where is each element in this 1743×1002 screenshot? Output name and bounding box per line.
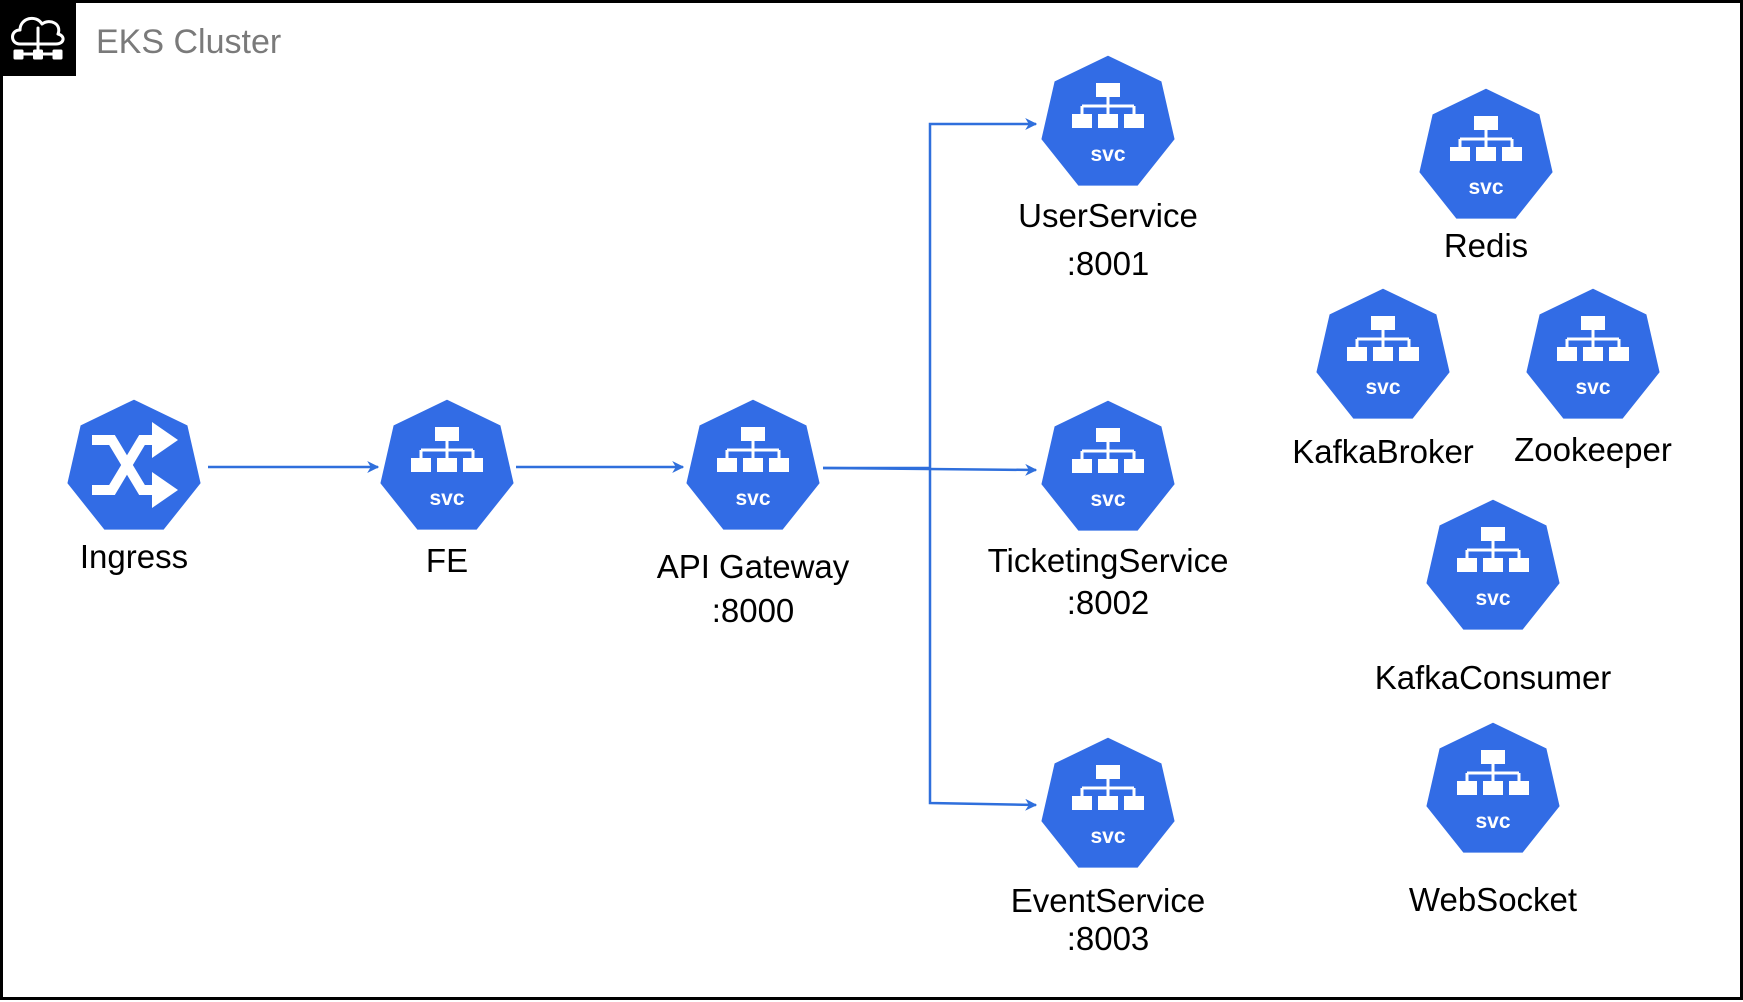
node-label: TicketingService xyxy=(988,542,1229,579)
cluster-title: EKS Cluster xyxy=(96,23,281,61)
svc-badge-text: svc xyxy=(1365,376,1400,399)
node-label: Zookeeper xyxy=(1514,431,1672,468)
svc-badge-text: svc xyxy=(1475,587,1510,610)
node-port-label: :8002 xyxy=(1067,584,1150,621)
svc-badge-text: svc xyxy=(1475,810,1510,833)
node-label: KafkaBroker xyxy=(1292,433,1474,470)
node-shape xyxy=(64,396,204,533)
ingress-shuffle-icon xyxy=(92,422,178,508)
service-network-icon xyxy=(717,427,789,472)
svc-badge-text: svc xyxy=(1090,143,1125,166)
edge-api-gateway-to-user-service xyxy=(823,118,1038,470)
service-network-icon xyxy=(1072,765,1144,810)
node-ingress[interactable]: Ingress xyxy=(64,396,204,575)
node-label: UserService xyxy=(1018,197,1198,234)
edge-layer xyxy=(208,118,1038,811)
node-label: FE xyxy=(426,542,468,579)
service-network-icon xyxy=(1457,750,1529,795)
svc-badge-text: svc xyxy=(1090,488,1125,511)
service-network-icon xyxy=(1457,527,1529,572)
svc-badge-text: svc xyxy=(1468,176,1503,199)
service-network-icon xyxy=(1450,116,1522,161)
service-network-icon xyxy=(411,427,483,472)
svc-badge-text: svc xyxy=(429,487,464,510)
cloud-network-icon xyxy=(0,0,76,76)
edge-api-gateway-to-event-service xyxy=(928,468,1038,811)
svc-badge-text: svc xyxy=(1575,376,1610,399)
service-network-icon xyxy=(1072,83,1144,128)
node-label: KafkaConsumer xyxy=(1375,659,1612,696)
node-label: EventService xyxy=(1011,882,1205,919)
node-label: Redis xyxy=(1444,227,1528,264)
node-label: WebSocket xyxy=(1409,881,1577,918)
node-port-label: :8003 xyxy=(1067,920,1150,957)
service-network-icon xyxy=(1072,428,1144,473)
node-label: API Gateway xyxy=(657,548,850,585)
node-label: Ingress xyxy=(80,538,188,575)
service-network-icon xyxy=(1347,316,1419,361)
svc-badge-text: svc xyxy=(735,487,770,510)
node-port-label: :8000 xyxy=(712,592,795,629)
node-port-label: :8001 xyxy=(1067,245,1150,282)
svc-badge-text: svc xyxy=(1090,825,1125,848)
service-network-icon xyxy=(1557,316,1629,361)
